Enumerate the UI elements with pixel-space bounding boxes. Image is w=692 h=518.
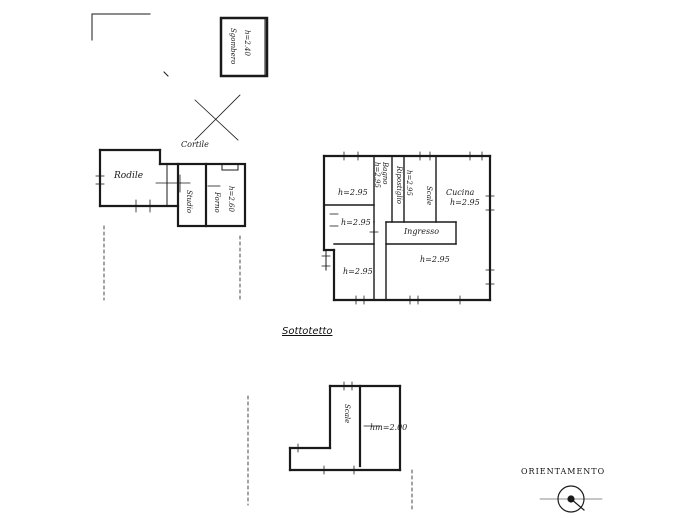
attic-openings xyxy=(297,381,381,475)
room-bagno-height: h=2.95 xyxy=(373,162,381,188)
attic-walls xyxy=(288,384,402,472)
room-soggiorno-height: h=2.95 xyxy=(420,255,450,264)
courtyard-cross xyxy=(194,94,241,141)
apartment-walls xyxy=(322,154,492,302)
room-studio-label: Studio xyxy=(185,190,193,214)
attic-scale-label: Scale xyxy=(343,404,351,424)
room-nw-height: h=2.95 xyxy=(338,188,368,197)
left-block-walls xyxy=(98,148,247,228)
room-forno-height: h=2.60 xyxy=(227,186,235,212)
orientation-label: ORIENTAMENTO xyxy=(521,467,606,476)
apartment-openings xyxy=(321,151,495,305)
room-bagno-label: Bagno xyxy=(381,162,389,185)
room-ripostiglio-label: Ripostiglio xyxy=(395,166,403,205)
room-rodile-label: Rodile xyxy=(114,171,144,181)
compass xyxy=(539,485,603,513)
room-forno-label: Forno xyxy=(213,192,221,213)
apartment-partitions xyxy=(323,155,457,301)
room-sw-height: h=2.95 xyxy=(343,267,373,276)
room-ingresso-label: Ingresso xyxy=(404,227,440,236)
upper-room-label: Sgombero xyxy=(229,28,237,65)
property-line-top-left xyxy=(91,13,151,41)
room-ripostiglio-height: h=2.95 xyxy=(405,170,413,196)
attic-height-label: hm=2.00 xyxy=(370,423,408,432)
courtyard-label: Cortile xyxy=(181,140,209,149)
room-w-height: h=2.95 xyxy=(341,218,371,227)
room-cucina-label: Cucina xyxy=(446,188,475,197)
room-cucina-height: h=2.95 xyxy=(450,198,480,207)
left-block-openings xyxy=(95,174,221,213)
room-scale-label: Scale xyxy=(425,186,433,206)
upper-room-height: h=2.40 xyxy=(243,30,251,56)
upper-storage-room xyxy=(163,16,269,78)
attic-title: Sottotetto xyxy=(282,326,333,337)
property-line-left xyxy=(103,225,413,513)
